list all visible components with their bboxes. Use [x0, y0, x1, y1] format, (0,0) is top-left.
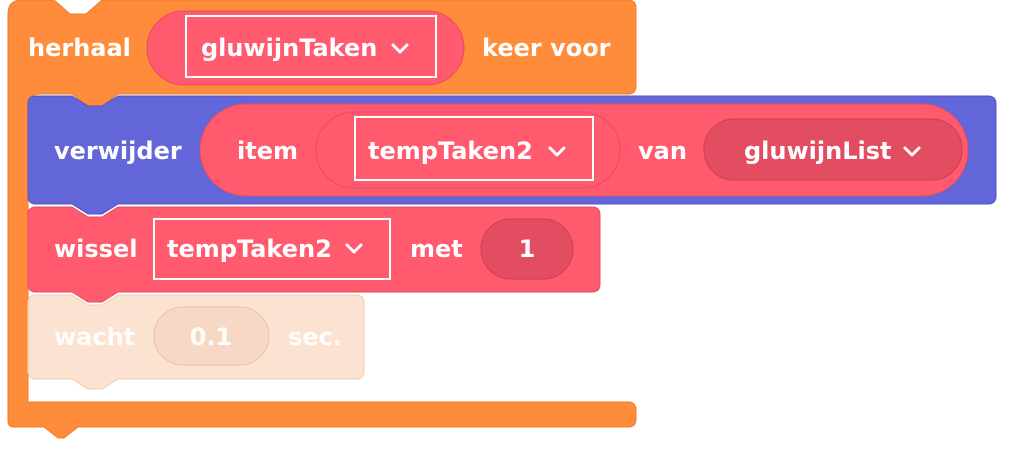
- wait-value-text: 0.1: [189, 323, 233, 351]
- list-dropdown[interactable]: [703, 118, 963, 181]
- repeat-label: herhaal: [28, 34, 131, 62]
- item-label: item: [237, 137, 298, 165]
- with-label: met: [410, 235, 463, 263]
- wait-unit-label: sec.: [288, 323, 342, 351]
- repeat-block[interactable]: [7, 0, 637, 439]
- repeat-count-reporter[interactable]: [146, 10, 465, 86]
- of-label: van: [638, 137, 687, 165]
- repeat-variable-label: gluwijnTaken: [201, 34, 378, 62]
- wait-value-input[interactable]: [153, 306, 270, 366]
- repeat-end-label: keer voor: [482, 34, 611, 62]
- list-name-label: gluwijnList: [744, 137, 892, 165]
- swap-value-text: 1: [518, 235, 536, 263]
- item-variable-label: tempTaken2: [368, 137, 533, 165]
- chevron-down-icon: [903, 146, 921, 157]
- swap-label: wissel: [54, 235, 138, 263]
- chevron-down-icon: [391, 43, 409, 54]
- item-index-reporter[interactable]: [315, 111, 621, 189]
- wait-label: wacht: [54, 323, 136, 351]
- swap-variable-label: tempTaken2: [167, 235, 332, 263]
- chevron-down-icon: [548, 146, 566, 157]
- repeat-variable-dropdown[interactable]: [185, 15, 437, 78]
- item-variable-dropdown[interactable]: [354, 116, 594, 181]
- chevron-down-icon: [345, 243, 363, 254]
- delete-label: verwijder: [54, 137, 182, 165]
- swap-variable-dropdown[interactable]: [153, 218, 391, 280]
- swap-value-input[interactable]: [480, 218, 574, 280]
